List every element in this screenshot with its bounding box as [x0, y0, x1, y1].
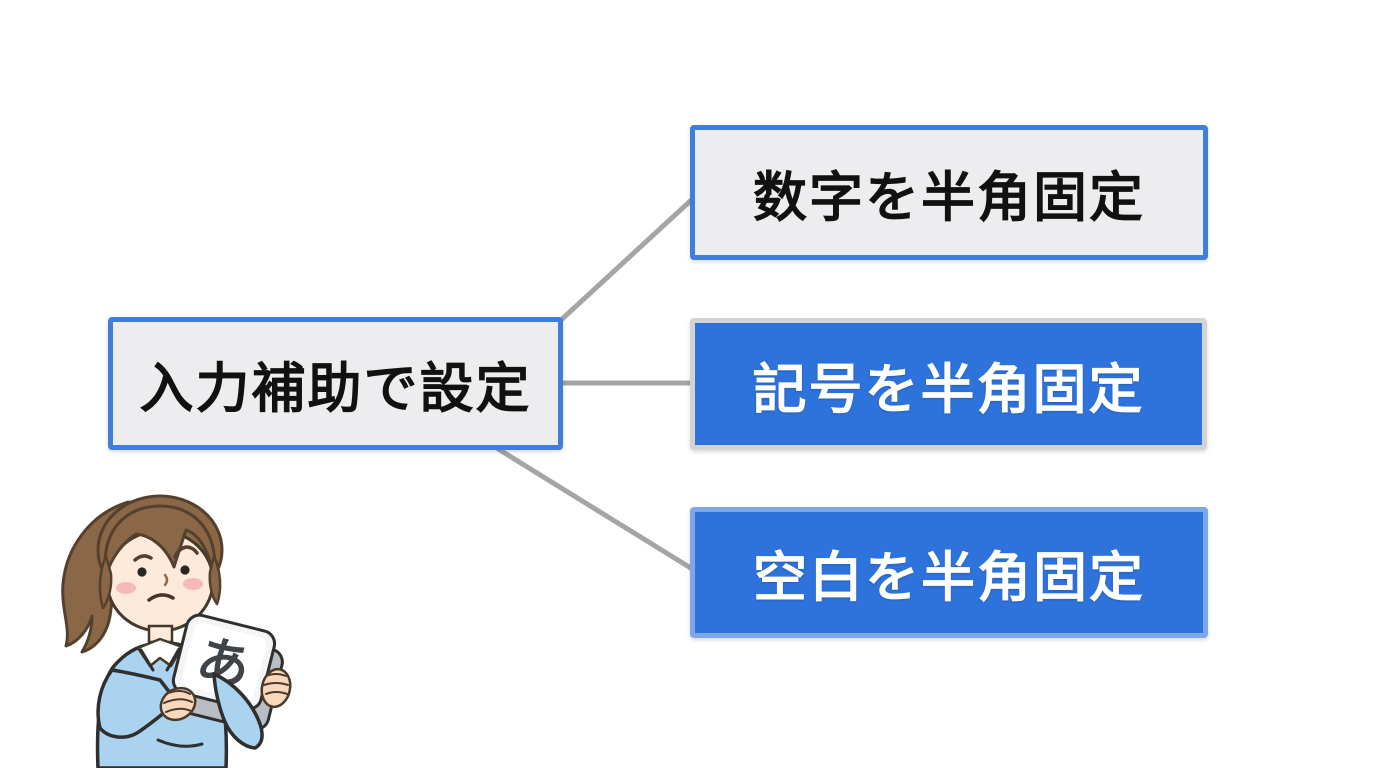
eye-right: [180, 565, 190, 575]
bangs-hair: [103, 504, 217, 578]
node-symbols-label: 記号を半角固定: [752, 359, 1145, 420]
node-spaces-half-width: 空白を半角固定: [690, 507, 1208, 638]
eye-left: [137, 567, 147, 577]
eyebrow-left: [133, 554, 153, 562]
keyboard-key: あ: [171, 613, 284, 731]
connector-line-top: [546, 190, 702, 334]
eyebrow-right: [173, 545, 199, 559]
lapel-lines: [139, 647, 181, 672]
connector-line-bottom: [488, 441, 704, 578]
node-root-input-assist: 入力補助で設定: [108, 317, 563, 450]
side-lock-left: [98, 554, 113, 610]
node-numbers-half-width: 数字を半角固定: [690, 125, 1208, 260]
arm-sleeve-right: [212, 672, 264, 750]
hand-left: [159, 686, 197, 722]
mouth-frown: [147, 593, 175, 602]
blush-right: [183, 578, 203, 590]
node-numbers-label: 数字を半角固定: [753, 168, 1145, 228]
key-top-inner: [181, 623, 266, 702]
side-lock-right: [208, 554, 222, 606]
node-root-label: 入力補助で設定: [139, 359, 532, 419]
node-spaces-label: 空白を半角固定: [753, 548, 1145, 608]
nose: [163, 573, 169, 587]
node-symbols-half-width: 記号を半角固定: [690, 318, 1207, 450]
blush-left: [116, 582, 136, 594]
woman-illustration: あ: [61, 494, 292, 768]
jacket-hem-line: [156, 738, 204, 748]
arm-sleeve-left: [96, 668, 179, 739]
hand-right: [260, 667, 292, 709]
